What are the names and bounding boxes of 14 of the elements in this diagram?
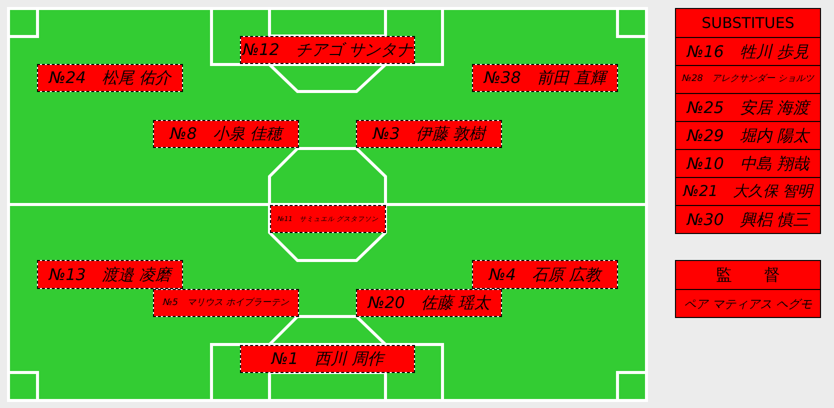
table-header: 監 督 [715, 264, 781, 286]
player-box: №13 渡邉 凌磨 [37, 260, 183, 289]
player-box: №1 西川 周作 [240, 345, 415, 373]
player-box: №24 松尾 佑介 [37, 64, 183, 92]
player-box: №12 チアゴ サンタナ [240, 36, 415, 64]
table-panel [675, 8, 821, 234]
player-box: №5 マリウス ホイブラーテン [153, 289, 299, 317]
table-header: SUBSTITUES [700, 12, 796, 34]
player-box: №38 前田 直輝 [472, 64, 618, 92]
player-box: №3 伊藤 敦樹 [356, 120, 502, 148]
table-panel [675, 260, 821, 318]
player-box: №20 佐藤 瑶太 [356, 289, 502, 317]
player-box: №8 小泉 佳穂 [153, 120, 299, 148]
player-box: №4 石原 広教 [472, 260, 618, 289]
